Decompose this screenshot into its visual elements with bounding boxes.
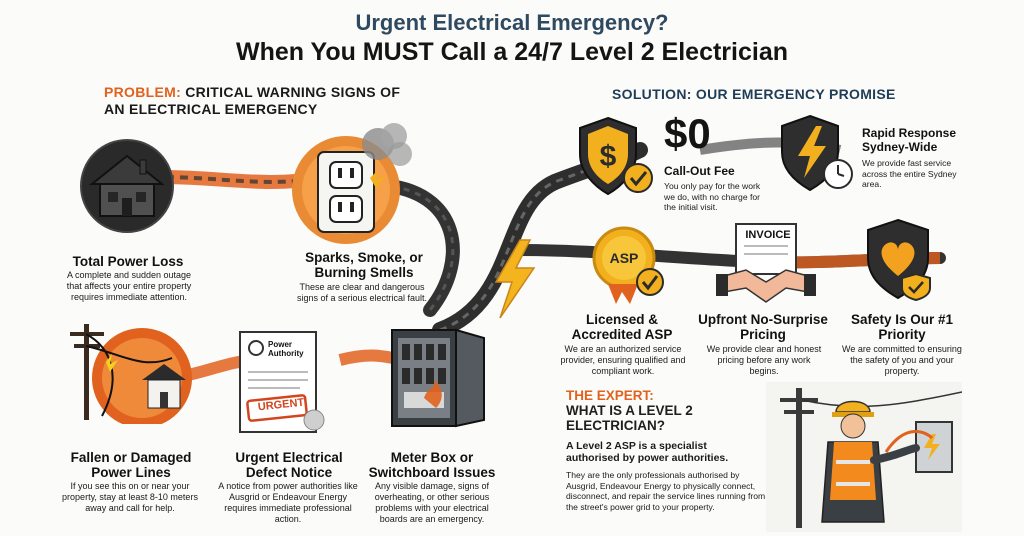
smoking-outlet-icon [290,118,420,248]
title-line2: When You MUST Call a 24/7 Level 2 Electr… [235,38,789,66]
expert-heading-text: WHAT IS A LEVEL 2 ELECTRICIAN? [566,403,693,433]
switchboard-icon [384,324,494,434]
asp-badge-icon: ASP [586,222,670,306]
title-line1: Urgent Electrical Emergency? [355,10,669,35]
electrician-icon [766,382,962,532]
problem-item-desc: A complete and sudden outage that affect… [66,270,192,302]
solution-item-label: Rapid Response Sydney-Wide [862,126,957,154]
urgent-notice-icon [230,328,334,440]
house-icon [72,138,182,234]
solution-item-label: Upfront No-Surprise Pricing [698,312,828,342]
problem-item-label: Urgent Electrical Defect Notice [235,450,343,480]
lightning-shield-icon [776,112,856,192]
solution-item-desc: You only pay for the work we do, with no… [664,181,761,212]
dollar-shield-icon: $ [572,114,656,198]
solution-item-label: Call-Out Fee [664,164,735,178]
problem-item-label: Sparks, Smoke, or Burning Smells [305,250,423,280]
solution-item-desc: We provide fast service across the entir… [862,158,957,189]
solution-item-label: Licensed & Accredited ASP [571,312,673,342]
solution-item-desc: We are committed to ensuring the safety … [842,344,962,376]
problem-item-label: Total Power Loss [72,254,184,269]
solution-heading: SOLUTION: OUR EMERGENCY PROMISE [612,86,972,103]
expert-heading: THE EXPERT: WHAT IS A LEVEL 2 ELECTRICIA… [566,388,766,433]
invoice-header: INVOICE [745,229,791,241]
problem-item-desc: Any visible damage, signs of overheating… [374,481,490,524]
fallen-powerline-icon [62,318,192,424]
expert-summary: A Level 2 ASP is a specialist authorised… [566,440,729,464]
svg-text:$: $ [600,140,617,173]
problem-item-desc: A notice from power authorities like Aus… [218,481,358,524]
problem-keyword: PROBLEM: [104,84,182,100]
zero-fee-amount: $0 [664,110,711,157]
problem-item-desc: If you see this on or near your property… [62,481,198,513]
solution-item-desc: We are an authorized service provider, e… [560,344,686,376]
svg-text:ASP: ASP [610,250,639,266]
expert-detail: They are the only professionals authoris… [566,470,766,512]
problem-item-label: Meter Box or Switchboard Issues [368,450,496,480]
solution-item-label: Safety Is Our #1 Priority [850,312,954,342]
solution-heading-text: OUR EMERGENCY PROMISE [695,86,896,102]
problem-heading-text: CRITICAL WARNING SIGNS OF AN ELECTRICAL … [104,84,401,117]
problem-item-label: Fallen or Damaged Power Lines [70,450,192,480]
problem-item-desc: These are clear and dangerous signs of a… [296,282,428,303]
expert-keyword: THE EXPERT: [566,388,654,403]
problem-heading: PROBLEM: CRITICAL WARNING SIGNS OF AN EL… [104,84,424,118]
heart-shield-icon [860,216,940,302]
invoice-handshake-icon [716,222,816,306]
notice-header: Power Authority [268,340,304,358]
solution-item-desc: We provide clear and honest pricing befo… [706,344,822,376]
solution-keyword: SOLUTION: [612,86,692,102]
